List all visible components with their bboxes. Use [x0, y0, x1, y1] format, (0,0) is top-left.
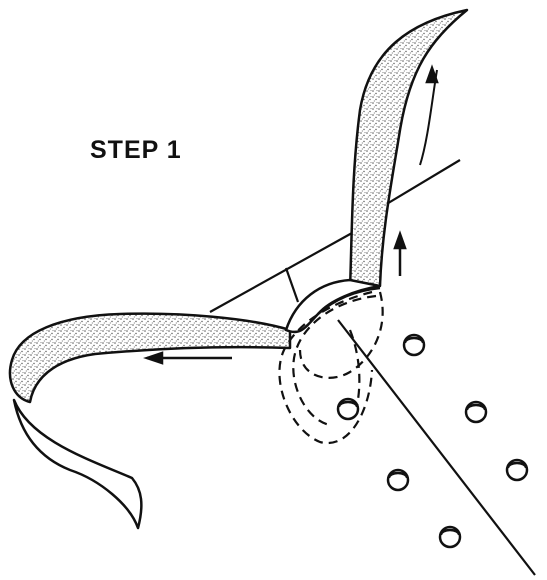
rivet-hole [507, 460, 527, 480]
rivet-hole [466, 402, 486, 422]
hinge-loop [286, 280, 380, 332]
rivet-hole [388, 470, 408, 490]
rivet-hole [338, 399, 358, 419]
folded-tab [14, 400, 141, 528]
rivet-hole [440, 527, 460, 547]
rivet-hole [404, 335, 424, 355]
upper-strip [350, 10, 467, 290]
upper-strip-edge [420, 70, 437, 165]
